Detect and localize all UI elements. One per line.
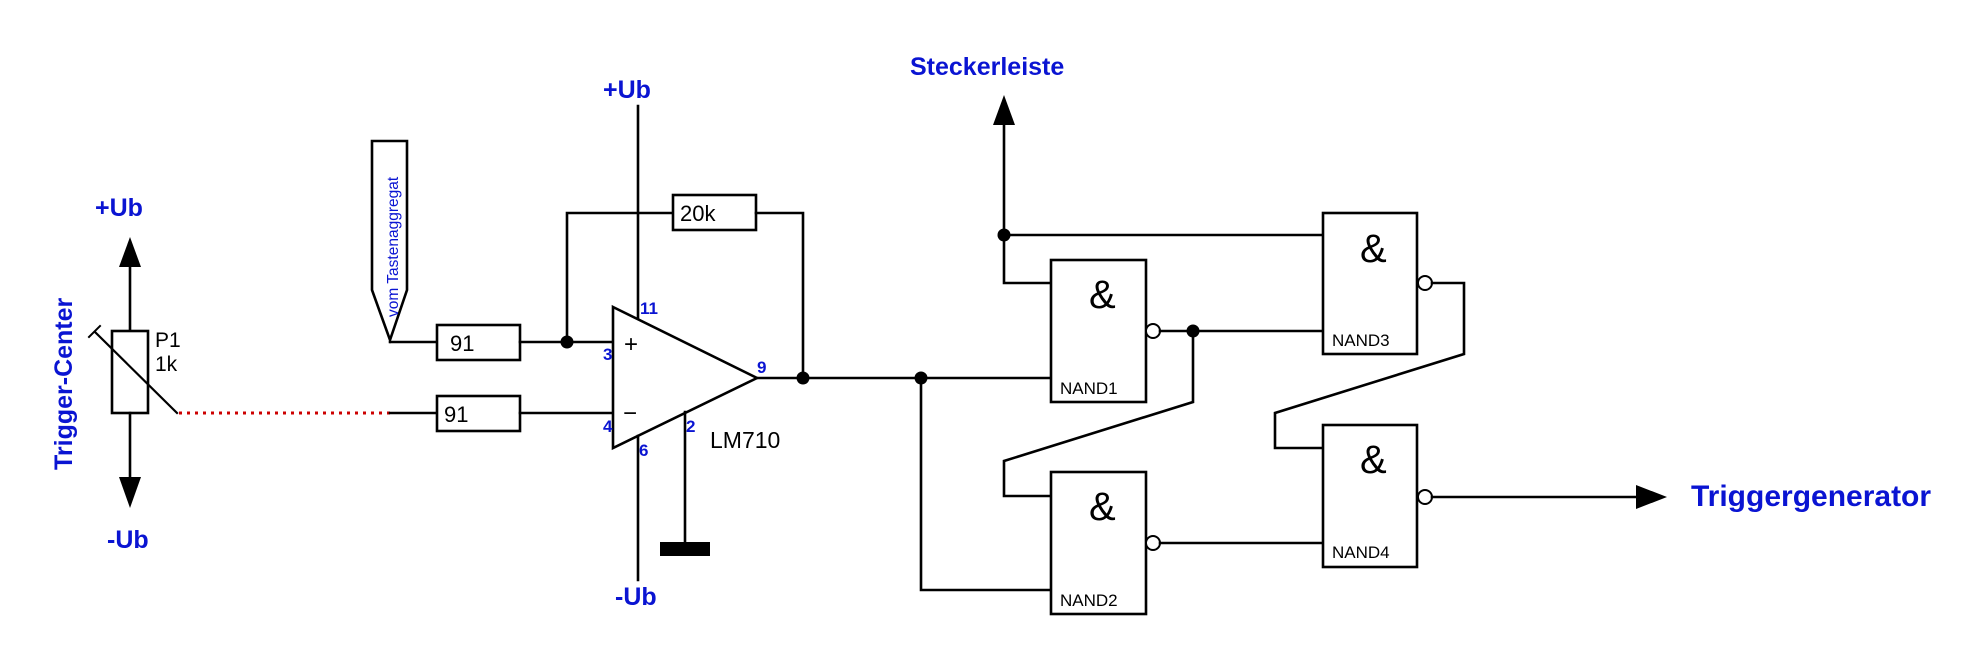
resistor-feedback: [671, 193, 758, 232]
inverter-bubble-icon: [1417, 275, 1433, 291]
arrow-down-icon: [119, 477, 141, 508]
opamp-part-label: LM710: [710, 427, 780, 453]
wire: [1002, 329, 1195, 498]
wire: [754, 211, 805, 380]
gate-label: NAND1: [1060, 379, 1118, 398]
arrow-up-icon: [119, 237, 141, 267]
and-symbol: &: [1360, 227, 1387, 271]
inverter-bubble-icon: [1145, 323, 1161, 339]
pin-label: 2: [686, 417, 695, 436]
wire: [1002, 123, 1053, 285]
pin-label: 11: [640, 299, 658, 318]
output-label-triggergenerator: Triggergenerator: [1691, 480, 1931, 513]
opamp-supply-bottom-label: -Ub: [615, 583, 657, 611]
pot-wiper: [93, 330, 179, 415]
pot-wiper-tick: [87, 324, 102, 339]
pin-label: 4: [603, 417, 613, 436]
potentiometer-p1: +Ub -Ub P1 1k Trigger-Center: [50, 194, 181, 554]
pot-name: P1: [155, 329, 181, 352]
ground-icon: [660, 542, 710, 556]
pot-label-trigger-center: Trigger-Center: [50, 297, 78, 470]
inverter-bubble-icon: [1145, 535, 1161, 551]
arrow-right-icon: [1636, 485, 1667, 509]
gate-body: [1321, 211, 1419, 356]
input-flag: vom Tastenaggregat: [370, 139, 409, 344]
gate-label: NAND3: [1332, 331, 1390, 350]
wire: [919, 376, 1053, 592]
resistor-feedback-value: 20k: [680, 201, 716, 226]
pot-value: 1k: [155, 353, 178, 376]
inverter-bubble-icon: [1417, 489, 1433, 505]
pot-supply-bottom-label: -Ub: [107, 526, 149, 554]
arrow-up-icon: [993, 95, 1015, 125]
wire: [1273, 281, 1466, 450]
and-symbol: &: [1360, 438, 1387, 482]
pin-label: 6: [639, 441, 648, 460]
junction-dot: [796, 371, 810, 385]
gate-label: NAND2: [1060, 591, 1118, 610]
resistor-plus-value: 91: [450, 331, 474, 356]
pot-supply-top-label: +Ub: [95, 194, 143, 222]
resistor-minus-value: 91: [444, 402, 468, 427]
opamp-supply-top-label: +Ub: [603, 76, 651, 104]
gate-nand3: & NAND3: [1321, 211, 1433, 356]
and-symbol: &: [1089, 273, 1116, 317]
resistor-minus: [435, 394, 522, 433]
flag-label: vom Tastenaggregat: [385, 176, 402, 317]
gate-label: NAND4: [1332, 543, 1390, 562]
gate-nand2: & NAND2: [1049, 470, 1161, 616]
pot-body: [110, 329, 150, 415]
flag-shape: [370, 139, 409, 344]
opamp-minus-sign: −: [623, 400, 637, 427]
opamp-lm710: +Ub + − -Ub 11 3 4 6 2 9 LM710: [603, 76, 780, 611]
pin-label: 3: [603, 345, 612, 364]
pin-label: 9: [757, 358, 766, 377]
opamp-plus-sign: +: [624, 331, 638, 358]
gate-nand4: & NAND4: [1321, 423, 1433, 569]
gate-body: [1321, 423, 1419, 569]
resistor-plus: [435, 323, 522, 362]
and-symbol: &: [1089, 485, 1116, 529]
gate-nand1: & NAND1: [1049, 258, 1161, 404]
junction-dot: [997, 228, 1011, 242]
output-label-steckerleiste: Steckerleiste: [910, 53, 1064, 81]
